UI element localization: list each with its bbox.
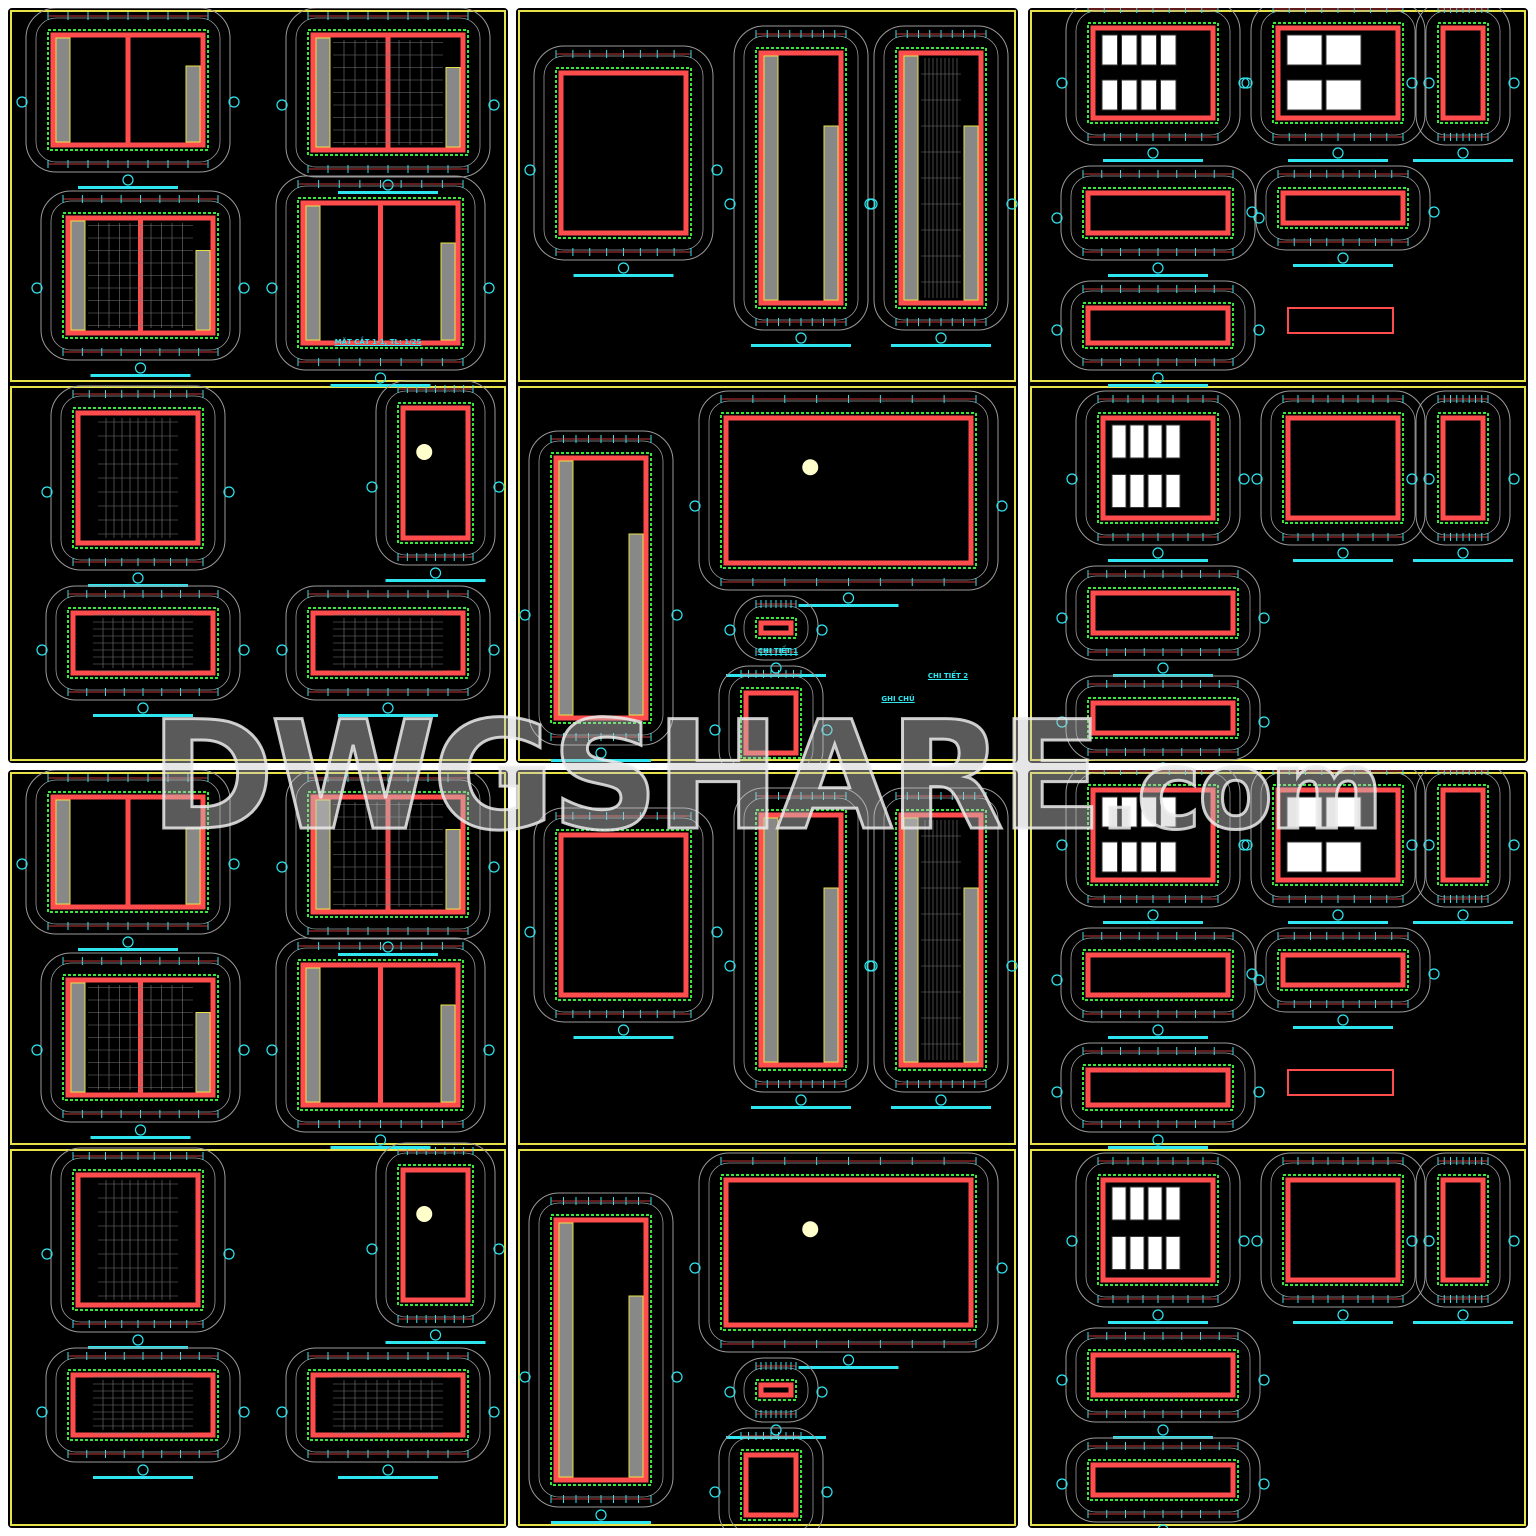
drawing-view [1056, 1327, 1270, 1439]
drawing-view [1066, 390, 1250, 562]
drawing-view [1056, 1437, 1270, 1528]
drawing-view [16, 770, 240, 951]
sheet-frame [518, 1149, 1016, 1526]
drawing-view [1406, 8, 1520, 162]
drawing-view [1406, 390, 1520, 562]
drawing-sheet [1028, 8, 1528, 763]
drawing-sheet [1028, 770, 1528, 1528]
view-title-section: MẶT CẮT 1-1, TL: 1/25 [334, 338, 422, 346]
drawing-view [1056, 565, 1270, 677]
drawing-view [864, 25, 1018, 347]
sheet-frame [10, 10, 506, 382]
drawing-view [1051, 927, 1265, 1039]
watermark: DWGSHARE.com [149, 689, 1386, 866]
sheet-frame [1030, 386, 1526, 761]
drawing-view [1056, 8, 1250, 162]
drawing-view [724, 1357, 828, 1439]
drawing-view [266, 937, 495, 1149]
sheet-frame [10, 772, 506, 1145]
drawing-view [1246, 165, 1440, 267]
drawing-view [276, 1347, 500, 1479]
drawing-sheet [8, 770, 508, 1528]
sheet-frame [10, 1149, 506, 1526]
drawing-view [1246, 927, 1440, 1029]
drawing-view [1051, 1042, 1265, 1149]
drawing-view [724, 595, 828, 677]
drawing-view [1051, 165, 1265, 277]
drawing-view [1066, 1152, 1250, 1324]
drawing-view [689, 390, 1008, 607]
sheet-frame [518, 10, 1016, 382]
drawing-view [519, 430, 683, 762]
drawing-view [1241, 8, 1435, 162]
sheet-frame [1030, 1149, 1526, 1526]
note-box [1287, 307, 1394, 334]
drawing-view [366, 1142, 505, 1344]
drawing-view [524, 45, 723, 277]
drawing-view [1241, 770, 1435, 924]
notes-title: GHI CHÚ [881, 695, 915, 703]
drawing-view [1051, 280, 1265, 387]
watermark-suffix: .com [1097, 725, 1385, 856]
drawing-view [1406, 770, 1520, 924]
drawing-view [519, 1192, 683, 1524]
drawing-view [524, 807, 723, 1039]
note-box [1287, 1069, 1394, 1096]
view-title-detail-1: CHI TIẾT 1 [757, 647, 799, 655]
drawing-view [1251, 390, 1435, 562]
drawing-view [724, 25, 878, 347]
drawing-view [1056, 770, 1250, 924]
drawing-sheet [516, 770, 1018, 1528]
drawing-view [41, 385, 235, 587]
drawing-view [864, 787, 1018, 1109]
drawing-view [36, 1347, 250, 1479]
drawing-view [276, 8, 500, 194]
drawing-view [31, 952, 250, 1139]
drawing-view [1056, 675, 1270, 763]
view-title-detail-2: CHI TIẾT 2 [927, 672, 969, 680]
drawing-sheet [516, 8, 1018, 763]
drawing-view [36, 585, 250, 717]
sheet-frame [518, 772, 1016, 1145]
drawing-view [16, 8, 240, 189]
drawing-view [31, 190, 250, 377]
drawing-view [276, 770, 500, 956]
drawing-view [724, 787, 878, 1109]
drawing-view [709, 1427, 833, 1528]
drawing-view [1406, 1152, 1520, 1324]
drawing-view [689, 1152, 1008, 1369]
drawing-view [366, 380, 505, 582]
drawing-sheet [8, 8, 508, 763]
sheet-frame [10, 386, 506, 761]
sheet-frame [518, 386, 1016, 761]
drawing-view [266, 175, 495, 387]
drawing-view [709, 665, 833, 763]
drawing-view [1251, 1152, 1435, 1324]
watermark-main: DWGSHARE [149, 689, 1105, 866]
drawing-view [41, 1147, 235, 1349]
drawing-view [276, 585, 500, 717]
